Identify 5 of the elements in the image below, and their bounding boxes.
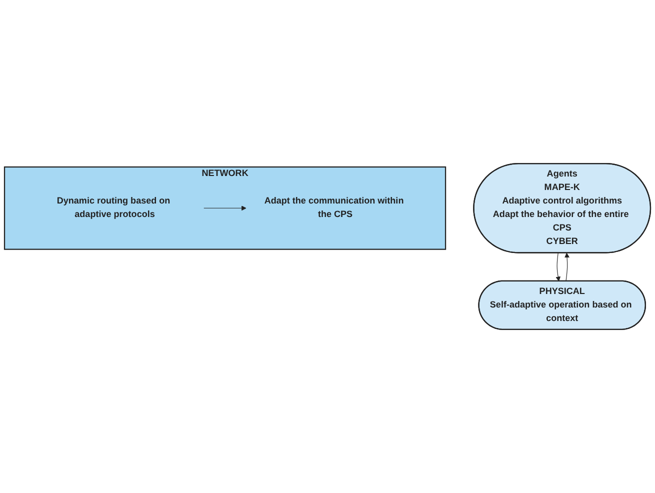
node-text: Dynamic routing based on adaptive protocols [56,196,170,220]
arrow [556,252,561,282]
arrow [204,206,246,211]
node-text: Adapt the communication within the CPS [264,196,404,220]
arrow [564,252,570,282]
